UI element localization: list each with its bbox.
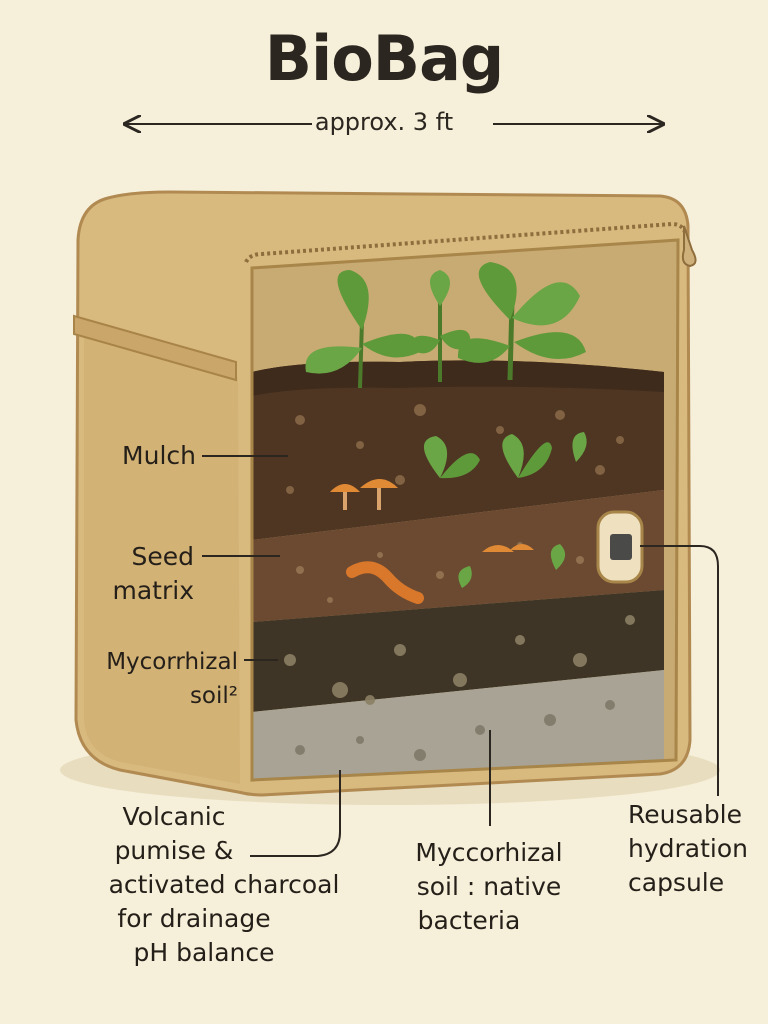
mycorrhizal-soil-label-line: soil² xyxy=(189,683,238,709)
mulch-layer xyxy=(252,360,664,540)
bag-zipper xyxy=(244,221,688,264)
hydration-capsule-icon xyxy=(596,510,644,584)
page-title: BioBag xyxy=(264,22,505,95)
dimension-label: approx. 3 ft xyxy=(314,108,454,136)
mulch-label: Mulch xyxy=(80,439,196,473)
seed-matrix-label: Seed matrix xyxy=(80,540,195,608)
seed-matrix-label-line: Seed xyxy=(131,542,195,571)
mycorrhizal-soil-layer xyxy=(252,590,664,712)
myco-bacteria-label-line: bacteria xyxy=(417,906,521,935)
seed-matrix-label-line: matrix xyxy=(112,576,195,605)
volcanic-leader-line xyxy=(250,770,341,857)
leaf-icon xyxy=(458,566,472,588)
worm-icon xyxy=(346,561,424,604)
volcanic-label-line: pumise & xyxy=(114,836,234,865)
leaf-icon xyxy=(440,453,480,479)
volcanic-label-line: pH balance xyxy=(133,938,275,967)
myco-bacteria-label-line: soil : native xyxy=(416,872,562,901)
mulch-label-text: Mulch xyxy=(122,441,196,470)
cutaway-window-rim xyxy=(250,238,680,782)
leaf-icon xyxy=(362,333,420,358)
bag-side-panel xyxy=(84,330,240,784)
hydration-label-line: hydration xyxy=(628,834,748,863)
myco-bacteria-label: Myccorhizal soil : native bacteria xyxy=(396,836,582,938)
leaf-icon xyxy=(423,436,448,478)
mushroom-icon xyxy=(330,479,534,552)
volcanic-label-line: Volcanic xyxy=(122,802,226,831)
leaf-icon xyxy=(430,270,450,306)
seed-matrix-layer xyxy=(252,490,664,622)
leaf-icon xyxy=(305,346,362,374)
mycorrhizal-soil-label-line: Mycorrhizal xyxy=(106,649,238,675)
leaf-icon xyxy=(337,270,369,330)
leaf-icon xyxy=(518,442,552,478)
hydration-leader-line xyxy=(640,545,719,796)
leaf-icon xyxy=(550,544,566,570)
hydration-capsule-label: Reusable hydration capsule xyxy=(628,798,766,900)
volcanic-label-line: for drainage xyxy=(117,904,271,933)
volcanic-pumice-label: Volcanic pumise & activated charcoal for… xyxy=(84,800,364,970)
leaf-icon xyxy=(512,282,580,326)
leaf-icon xyxy=(502,434,524,478)
leaf-icon xyxy=(478,262,517,320)
seedling-plants xyxy=(305,262,587,588)
leaf-icon xyxy=(572,432,587,462)
myco-bacteria-label-line: Myccorhizal xyxy=(415,838,563,867)
pumice-charcoal-layer xyxy=(252,670,664,780)
leaf-icon xyxy=(514,332,586,360)
bag-strap xyxy=(73,314,237,382)
volcanic-label-line: activated charcoal xyxy=(108,870,340,899)
hydration-label-line: Reusable xyxy=(628,800,743,829)
leaf-icon xyxy=(457,338,510,363)
zipper-pull-icon xyxy=(681,225,697,268)
hydration-label-line: capsule xyxy=(628,868,725,897)
leaf-icon xyxy=(411,335,440,354)
mycorrhizal-soil-label: Mycorrhizal soil² xyxy=(40,645,238,713)
